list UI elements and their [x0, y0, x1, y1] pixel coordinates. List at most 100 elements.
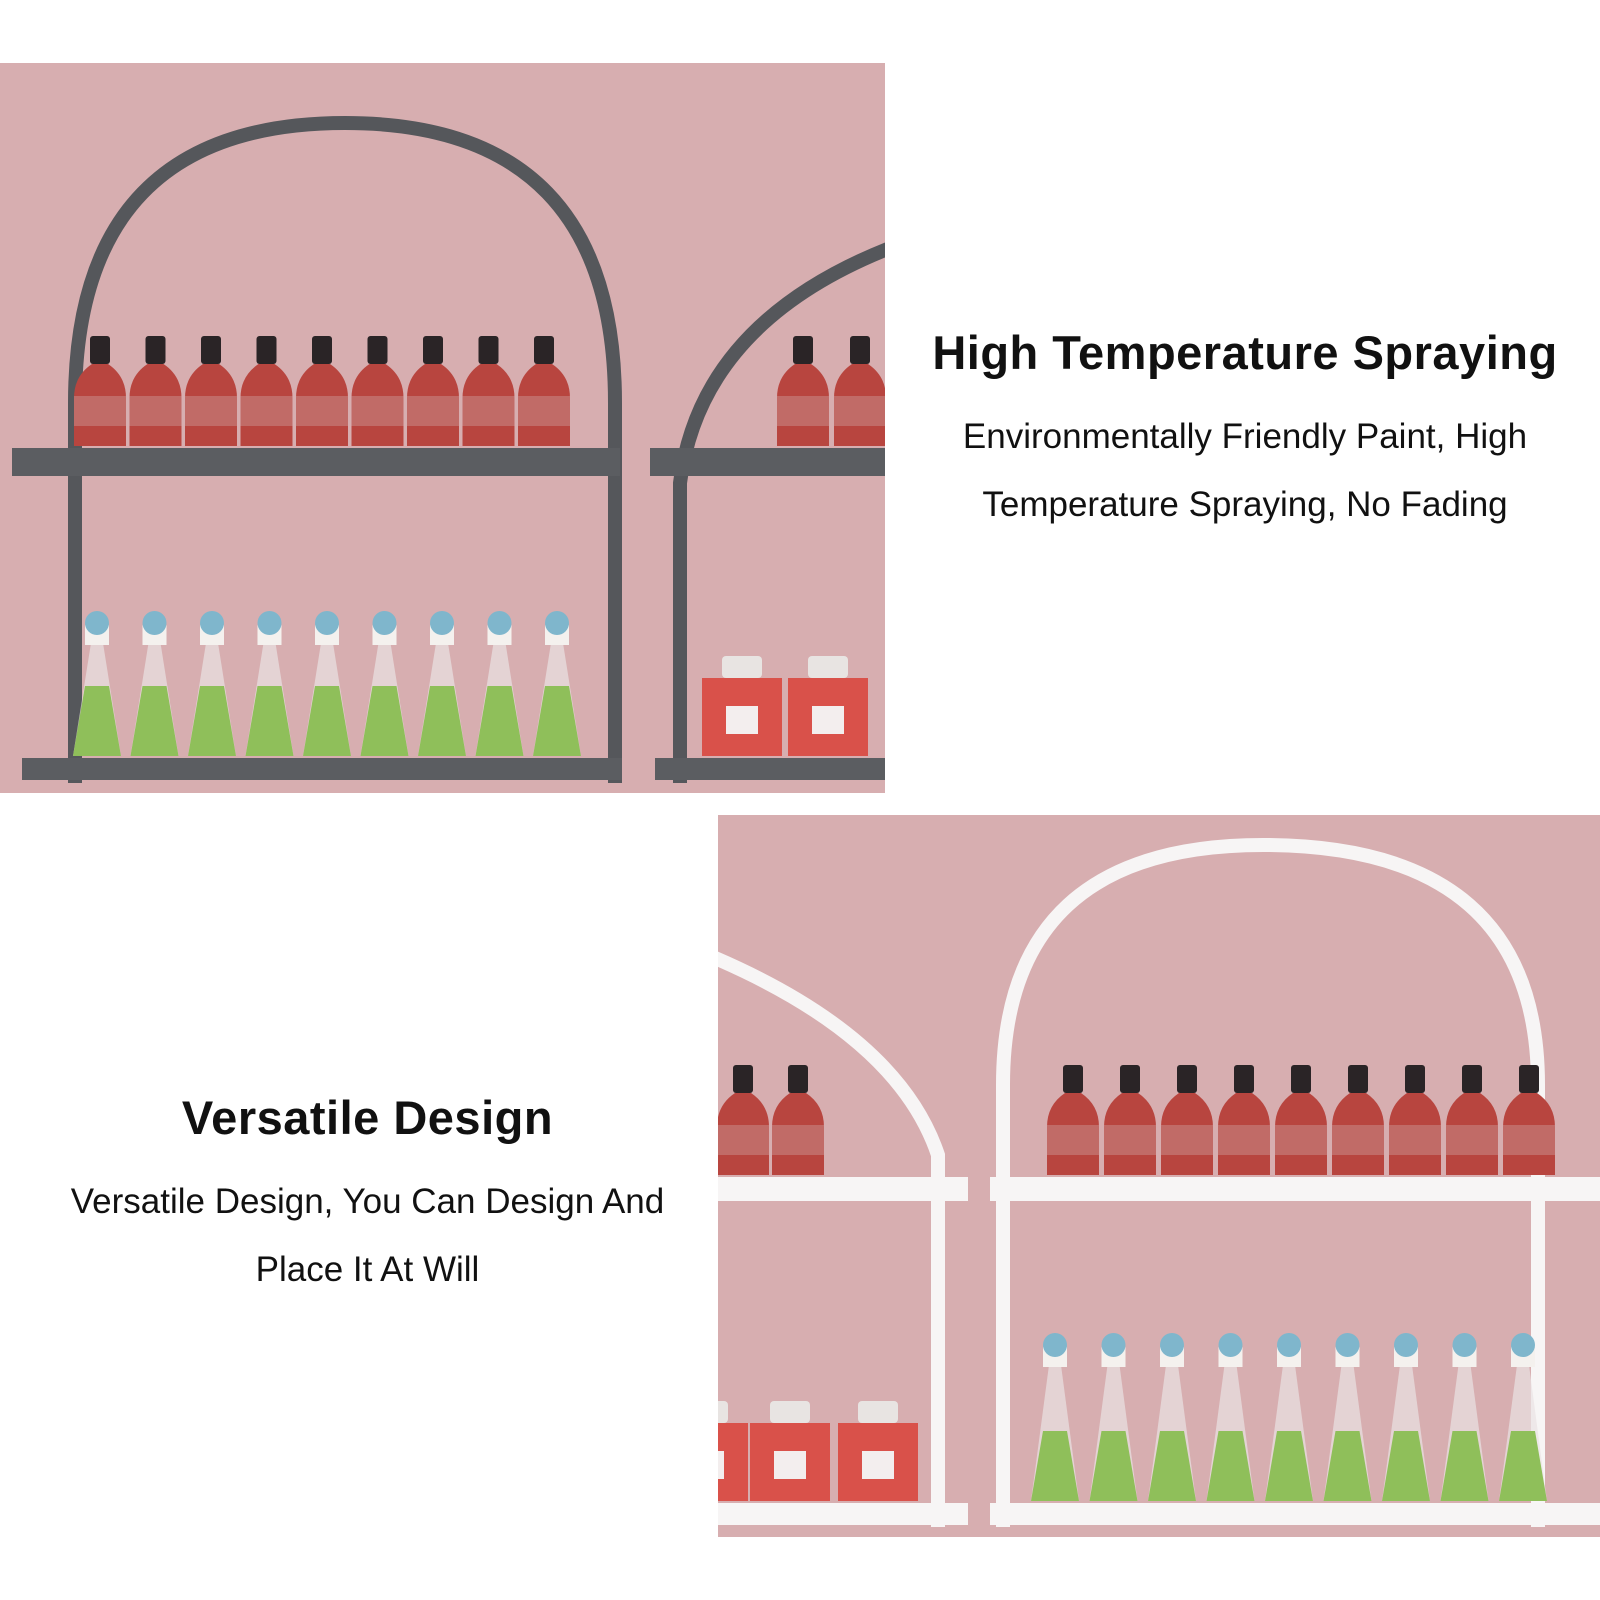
perfume-label [726, 706, 758, 734]
red-bottle [1332, 1065, 1384, 1175]
vial-liquid [1323, 1431, 1372, 1501]
perfume-box [750, 1401, 830, 1501]
perfume-label [862, 1451, 894, 1479]
perfume-label [774, 1451, 806, 1479]
vial-liquid [1089, 1431, 1138, 1501]
red-bottle [1161, 1065, 1213, 1175]
red-bottle [518, 336, 570, 446]
lower-shelf-right [990, 1503, 1600, 1525]
vial-cap [1043, 1333, 1067, 1357]
feature-title-versatile: Versatile Design [181, 1091, 554, 1144]
photo-dark-rack [0, 63, 885, 793]
lower-shelf-left [22, 758, 622, 780]
arch-frame-left [718, 951, 945, 1527]
bottle-cap [1348, 1065, 1368, 1093]
upper-shelf-right [990, 1177, 1600, 1201]
red-bottle [834, 336, 885, 446]
bottle-label [1218, 1125, 1270, 1155]
bottle-cap [1291, 1065, 1311, 1093]
lower-shelf-left [718, 1503, 968, 1525]
perfume-box [788, 656, 868, 756]
green-vial [1206, 1333, 1255, 1501]
bottle-label [1161, 1125, 1213, 1155]
vial-cap [1101, 1333, 1126, 1357]
perfume-stopper [722, 656, 762, 678]
vial-liquid [130, 686, 179, 756]
vial-liquid [1382, 1431, 1430, 1501]
bottle-label [351, 396, 404, 426]
bottle-label [1275, 1125, 1327, 1155]
green-vial [303, 611, 351, 756]
green-vial [1440, 1333, 1489, 1501]
red-bottle [129, 336, 182, 446]
red-bottle [74, 336, 126, 446]
red-bottle [462, 336, 515, 446]
green-vial [73, 611, 121, 756]
vial-cap [200, 611, 224, 635]
vial-cap [85, 611, 109, 635]
perfume-stopper [718, 1401, 728, 1423]
vial-cap [1218, 1333, 1243, 1357]
red-bottle [296, 336, 348, 446]
bottle-label [296, 396, 348, 426]
red-bottle [718, 1065, 769, 1175]
green-vial [188, 611, 236, 756]
vial-liquid [303, 686, 351, 756]
feature-versatile: Versatile Design Versatile Design, You C… [20, 1090, 715, 1304]
green-vial [1089, 1333, 1138, 1501]
green-vial-row [73, 611, 581, 756]
vial-liquid [1031, 1431, 1079, 1501]
feature-text-line: Environmentally Friendly Paint, High [962, 417, 1528, 457]
green-vial [1265, 1333, 1313, 1501]
bottle-cap [733, 1065, 753, 1093]
feature-text-line: Temperature Spraying, No Fading [982, 485, 1508, 525]
white-rack-illustration [718, 815, 1600, 1537]
bottle-label [1503, 1125, 1555, 1155]
bottle-cap [1234, 1065, 1254, 1093]
bottle-label [407, 396, 459, 426]
red-bottle [1047, 1065, 1099, 1175]
perfume-box [838, 1401, 918, 1501]
perfume-label [718, 1451, 724, 1479]
vial-liquid [360, 686, 409, 756]
bottle-cap [793, 336, 813, 364]
red-bottle [1503, 1065, 1555, 1175]
arch-frame-right [996, 837, 1545, 1527]
lower-shelf-right [655, 758, 885, 780]
perfume-stopper [858, 1401, 898, 1423]
bottle-cap [1063, 1065, 1083, 1093]
vial-liquid [1206, 1431, 1255, 1501]
red-bottle [351, 336, 404, 446]
bottle-label [1446, 1125, 1498, 1155]
green-vial [1148, 1333, 1196, 1501]
red-bottle [1275, 1065, 1327, 1175]
green-vial [1031, 1333, 1079, 1501]
vial-cap [1511, 1333, 1535, 1357]
green-vial [475, 611, 524, 756]
feature-spraying: High Temperature Spraying Environmentall… [900, 325, 1590, 539]
bottle-cap [534, 336, 554, 364]
green-vial [245, 611, 294, 756]
vial-liquid [1265, 1431, 1313, 1501]
bottle-label [1104, 1125, 1156, 1155]
bottle-cap [201, 336, 221, 364]
bottle-label [518, 396, 570, 426]
bottle-label [718, 1125, 769, 1155]
bottle-label [1047, 1125, 1099, 1155]
perfume-box [718, 1401, 748, 1501]
bottle-label [129, 396, 182, 426]
red-bottle [1104, 1065, 1156, 1175]
bottle-cap [1519, 1065, 1539, 1093]
perfume-label [812, 706, 844, 734]
vial-cap [545, 611, 569, 635]
red-bottle [185, 336, 237, 446]
bottle-cap [1462, 1065, 1482, 1093]
green-vial [1499, 1333, 1547, 1501]
vial-cap [257, 611, 282, 635]
bottle-label [462, 396, 515, 426]
bottle-label [1389, 1125, 1441, 1155]
vial-liquid [73, 686, 121, 756]
feature-text-line: Place It At Will [255, 1250, 480, 1290]
green-vial [1382, 1333, 1430, 1501]
perfume-box [702, 656, 782, 756]
